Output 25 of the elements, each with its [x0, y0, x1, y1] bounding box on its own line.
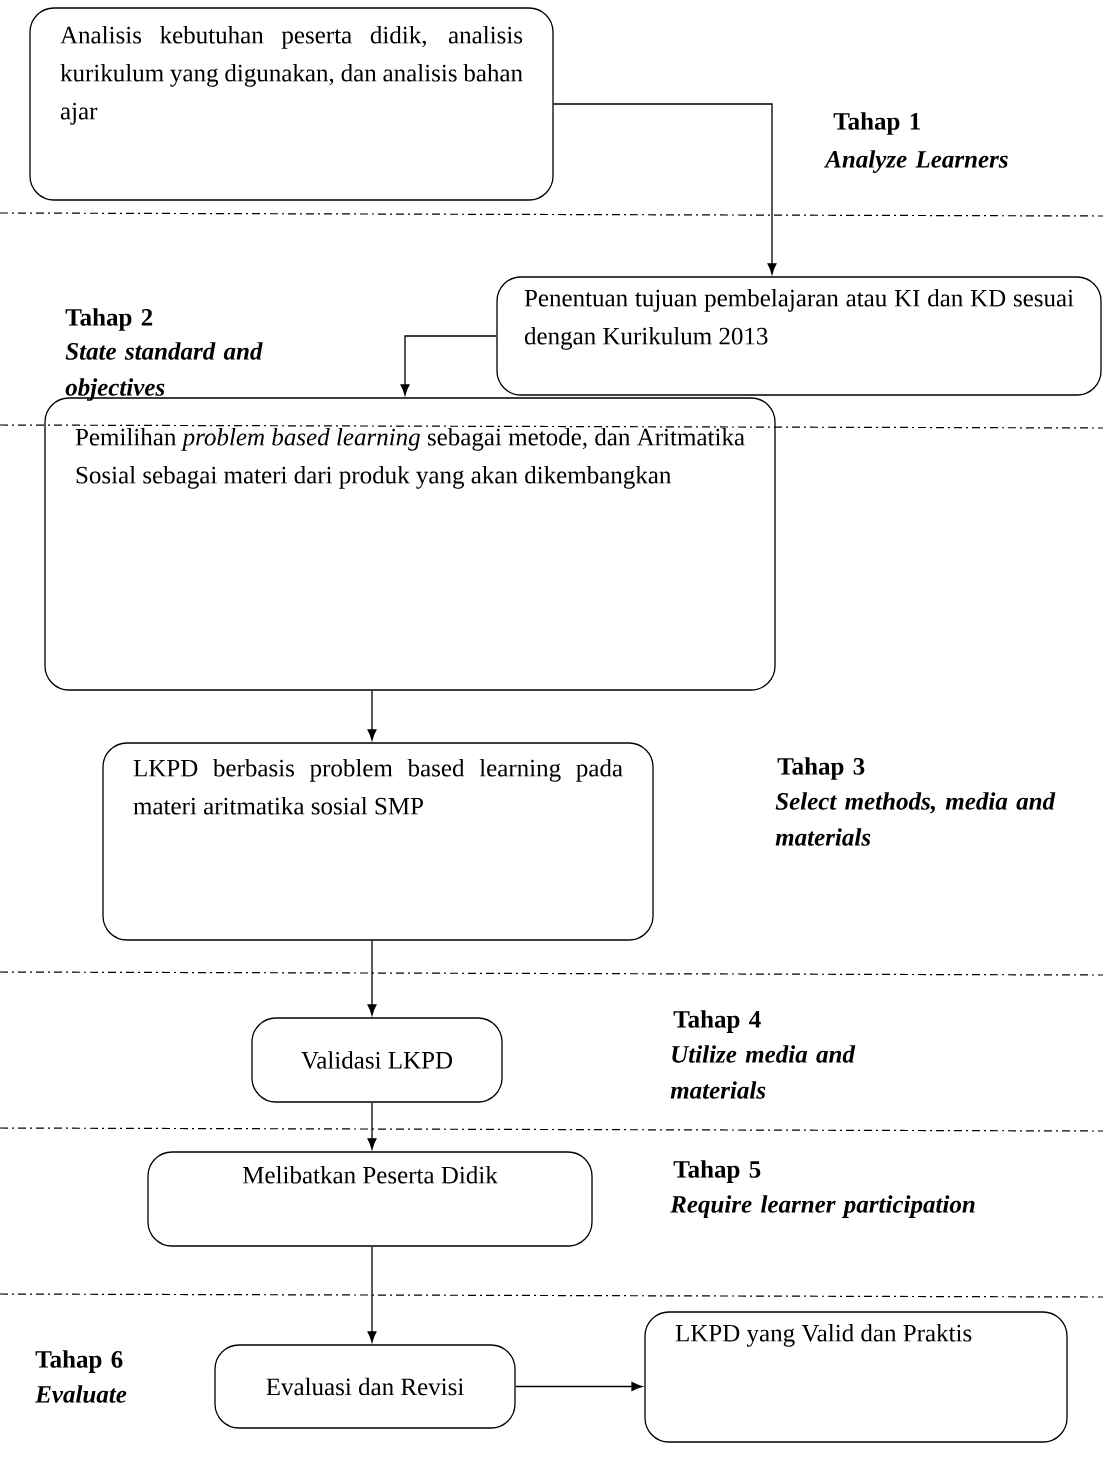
- stage-name: Analyze Learners: [823, 150, 1008, 173]
- arrow: [367, 1246, 377, 1343]
- process-box: Penentuan tujuan pembelajaran atau KI dan KD sesuai dengan Kurikulum 2013: [496, 276, 1102, 396]
- arrow: [400, 335, 497, 396]
- process-box: LKPD berbasis problem based learning pada materi aritmatika sosial SMP: [102, 742, 654, 941]
- stage-name: Select methods, media and materials: [775, 792, 1056, 846]
- stage-heading: Tahap 4: [673, 1010, 761, 1033]
- stage-name: Require learner participation: [670, 1195, 975, 1218]
- arrow: [515, 1382, 643, 1391]
- arrow: [367, 690, 377, 741]
- stage-heading: Tahap 3: [777, 757, 865, 780]
- process-box: LKPD yang Valid dan Praktis: [644, 1311, 1068, 1443]
- stage-heading: Tahap 6: [35, 1350, 123, 1373]
- arrow: [553, 103, 777, 275]
- stage-heading: Tahap 5: [673, 1160, 761, 1183]
- process-box: Validasi LKPD: [251, 1017, 503, 1103]
- process-box: Evaluasi dan Revisi: [214, 1344, 516, 1429]
- process-box: Melibatkan Peserta Didik: [147, 1151, 593, 1247]
- stage-heading: Tahap 1: [833, 112, 920, 135]
- stage-name: Evaluate: [35, 1385, 127, 1403]
- arrow: [367, 1102, 377, 1150]
- arrow: [367, 940, 377, 1016]
- stage-name: Utilize media and materials: [670, 1045, 856, 1099]
- stage-heading: Tahap 2: [65, 308, 153, 331]
- process-box: Analisis kebutuhan peserta didik, analisis kurikulum yang digunakan, dan analisis bahan ajar: [29, 7, 554, 201]
